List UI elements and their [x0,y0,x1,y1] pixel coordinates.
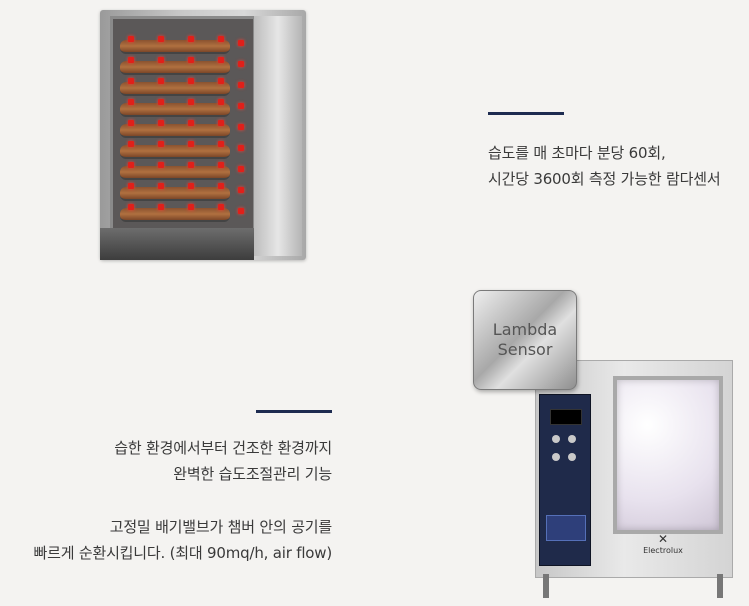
airflow-arrow-icon [188,99,194,105]
airflow-arrow-icon [238,61,244,67]
airflow-arrow-icon [238,82,244,88]
airflow-arrow-icon [128,99,134,105]
exhaust-valve-text: 고정밀 배기밸브가 챔버 안의 공기를 빠르게 순환시킵니다. (최대 90mq… [0,514,333,566]
valve-line-1: 고정밀 배기밸브가 챔버 안의 공기를 [109,518,332,536]
airflow-arrow-icon [158,141,164,147]
airflow-arrow-icon [128,183,134,189]
airflow-arrow-icon [218,99,224,105]
airflow-arrow-icon [128,57,134,63]
airflow-arrow-icon [218,162,224,168]
airflow-arrow-icon [238,145,244,151]
airflow-arrow-icon [128,120,134,126]
airflow-arrow-icon [128,162,134,168]
airflow-arrow-icon [158,57,164,63]
airflow-arrow-icon [158,183,164,189]
control-panel [539,394,591,566]
airflow-arrow-icon [158,120,164,126]
airflow-arrow-icon [158,99,164,105]
oven-leg-left [543,574,549,598]
oven-window [613,376,723,534]
humidity-control-text: 습한 환경에서부터 건조한 환경까지 완벽한 습도조절관리 기능 [0,435,332,487]
combi-oven-product-image: ✕ Electrolux [535,360,733,600]
airflow-arrow-icon [218,57,224,63]
airflow-arrow-icon [158,162,164,168]
humidity-line-1: 습도를 매 초마다 분당 60회, [488,144,666,162]
brand-logo-icon: ✕ [657,532,669,546]
airflow-arrow-icon [128,204,134,210]
airflow-arrow-icon [158,204,164,210]
control-line-1: 습한 환경에서부터 건조한 환경까지 [114,439,332,457]
badge-line-1: Lambda [492,320,558,339]
airflow-arrow-icon [188,162,194,168]
oven-tray [120,40,230,54]
humidity-measurement-text: 습도를 매 초마다 분당 60회, 시간당 3600회 측정 가능한 람다센서 [488,140,748,192]
airflow-arrow-icon [218,183,224,189]
airflow-arrow-icon [188,57,194,63]
airflow-arrow-icon [128,141,134,147]
airflow-arrow-icon [218,78,224,84]
brand-name: Electrolux [643,546,683,555]
badge-line-2: Sensor [497,340,553,359]
oven-tray [120,208,230,222]
airflow-arrow-icon [238,40,244,46]
oven-tray [120,124,230,138]
divider-top [488,112,564,115]
oven-tray [120,166,230,180]
oven-tray [120,61,230,75]
airflow-arrow-icon [238,187,244,193]
humidity-line-2: 시간당 3600회 측정 가능한 람다센서 [488,170,721,188]
oven-tray [120,187,230,201]
lambda-sensor-badge: Lambda Sensor [473,290,577,390]
airflow-arrow-icon [188,120,194,126]
airflow-arrow-icon [238,166,244,172]
airflow-arrow-icon [188,204,194,210]
airflow-arrow-icon [238,208,244,214]
oven-cutaway-image [100,10,306,260]
airflow-arrow-icon [218,36,224,42]
airflow-arrow-icon [238,124,244,130]
oven-tray [120,82,230,96]
valve-line-2: 빠르게 순환시킵니다. (최대 90mq/h, air flow) [33,544,333,562]
oven-tray [120,145,230,159]
oven-leg-right [717,574,723,598]
airflow-arrow-icon [188,78,194,84]
airflow-arrow-icon [188,141,194,147]
airflow-arrow-icon [158,78,164,84]
airflow-arrow-icon [158,36,164,42]
airflow-arrow-icon [218,204,224,210]
airflow-arrow-icon [238,103,244,109]
airflow-arrow-icon [218,141,224,147]
airflow-arrow-icon [188,36,194,42]
airflow-arrow-icon [188,183,194,189]
airflow-arrow-icon [218,120,224,126]
oven-door-panel [254,16,302,256]
airflow-arrow-icon [128,36,134,42]
divider-bottom [256,410,332,413]
brand-logo: ✕ Electrolux [633,532,693,562]
oven-base [100,228,254,260]
control-line-2: 완벽한 습도조절관리 기능 [173,465,332,483]
oven-tray [120,103,230,117]
airflow-arrow-icon [128,78,134,84]
